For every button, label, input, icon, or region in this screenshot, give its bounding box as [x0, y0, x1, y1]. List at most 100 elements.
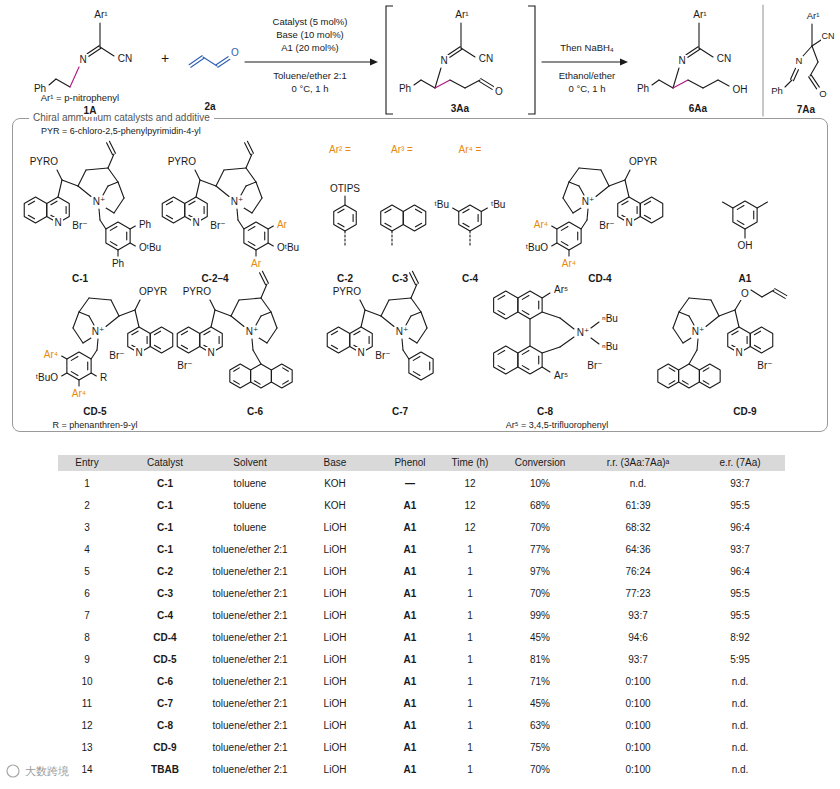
bond-line — [237, 209, 238, 220]
bond-line — [338, 209, 344, 213]
bond-line — [415, 223, 421, 227]
table-cell: 7 — [83, 610, 91, 622]
atom-label: O — [818, 89, 827, 100]
table-cell: A1 — [403, 654, 418, 666]
bond-line — [106, 208, 114, 213]
atom-label: CN — [117, 53, 133, 65]
bond-line — [669, 381, 675, 384]
bond-line — [89, 298, 111, 300]
atom-label: Ph — [111, 258, 125, 270]
bond-line — [210, 300, 215, 310]
panel-heading: Chiral ammonium catalysts and additive — [29, 112, 214, 124]
atom-label: N — [439, 55, 448, 67]
bond-line — [414, 80, 421, 85]
bond-line — [465, 80, 480, 88]
table-cell: n.d. — [731, 676, 750, 688]
compound-number: 6Aa — [688, 103, 708, 115]
bond-line — [803, 46, 812, 56]
atom-label: O — [494, 86, 504, 98]
bond-line — [596, 186, 609, 197]
definition-text: Ar² = — [328, 144, 352, 156]
atom-label: N⁺ — [581, 196, 596, 208]
bond-line — [71, 357, 78, 361]
table-cell: 4 — [83, 544, 91, 556]
atom-label: N⁺ — [230, 196, 245, 208]
bond-line — [450, 80, 465, 88]
bond-line — [99, 23, 100, 47]
bond-line — [108, 154, 114, 168]
ring — [557, 222, 581, 250]
bond-line — [703, 368, 709, 371]
bond-line — [683, 338, 691, 343]
ring — [381, 205, 404, 231]
bond-line — [361, 310, 365, 327]
table-cell: A1 — [403, 698, 418, 710]
bond-line — [669, 368, 675, 371]
definition-text: PYR = 6-chloro-2,5-phenylpyrimidin-4-yl — [40, 126, 202, 136]
bond-line — [331, 345, 337, 349]
condition-text: Catalyst (5 mol%) — [272, 17, 349, 28]
bond-line — [248, 227, 255, 231]
bond-line — [622, 201, 628, 205]
column-header: Solvent — [233, 457, 266, 469]
atom-label: Ph — [770, 86, 784, 97]
table-cell: 0:100 — [624, 698, 651, 710]
bond-line — [411, 312, 421, 316]
bond-line — [216, 57, 228, 65]
bond-line — [360, 300, 365, 310]
table-cell: 1 — [83, 478, 91, 490]
bond-line — [369, 336, 370, 343]
bond-line — [411, 284, 417, 298]
bond-line — [785, 80, 792, 87]
bond-line — [812, 46, 818, 62]
atom-label: N — [795, 56, 804, 67]
bond-line — [498, 366, 505, 370]
atom-label: PYRO — [29, 156, 59, 168]
column-header: r.r. (3Aa:7Aa)ᵃ — [607, 457, 670, 469]
column-header: e.r. (7Aa) — [719, 457, 760, 469]
table-cell: 95:5 — [729, 500, 750, 512]
table-cell: 1 — [466, 720, 474, 732]
atom-label: ᵗBuO — [525, 242, 549, 254]
table-cell: C-6 — [156, 676, 174, 688]
ring — [150, 327, 173, 353]
bond-line — [703, 381, 709, 384]
bond-line — [126, 232, 127, 240]
bond-line — [99, 209, 100, 220]
bond-line — [563, 198, 573, 213]
atom-label: Br⁻ — [374, 350, 391, 362]
compound-number: 2a — [203, 101, 216, 113]
table-cell: 99% — [529, 610, 551, 622]
bond-line — [644, 215, 650, 219]
condition-text: 0 °C, 1 h — [290, 84, 329, 95]
bond-line — [686, 47, 698, 55]
bond-line — [552, 243, 557, 246]
table-cell: LiOH — [323, 610, 348, 622]
table-cell: A1 — [403, 588, 418, 600]
bond-line — [216, 170, 224, 186]
table-cell: C-7 — [156, 698, 174, 710]
table-cell: 1 — [466, 698, 474, 710]
bond-line — [189, 201, 195, 205]
bond-line — [218, 59, 230, 67]
table-cell: n.d. — [629, 478, 648, 490]
bond-line — [62, 373, 67, 376]
bond-line — [58, 180, 62, 197]
bond-line — [268, 226, 273, 229]
atom-label: Br⁻ — [71, 220, 88, 232]
atom-label: OᵗBu — [138, 242, 162, 254]
atom-label: Ar¹ — [806, 11, 821, 22]
bond-line — [659, 80, 673, 88]
bond-line — [481, 79, 494, 87]
bond-line — [62, 356, 67, 359]
bond-line — [385, 223, 391, 227]
table-cell: n.d. — [731, 720, 750, 732]
bond-line — [601, 170, 609, 186]
bond-line — [256, 316, 261, 325]
bond-line — [118, 182, 124, 198]
atom-label: ⁿBu — [601, 313, 619, 325]
bond-line — [338, 223, 344, 227]
table-cell: 68:32 — [624, 522, 651, 534]
bond-line — [522, 311, 529, 315]
bond-line — [117, 250, 118, 256]
